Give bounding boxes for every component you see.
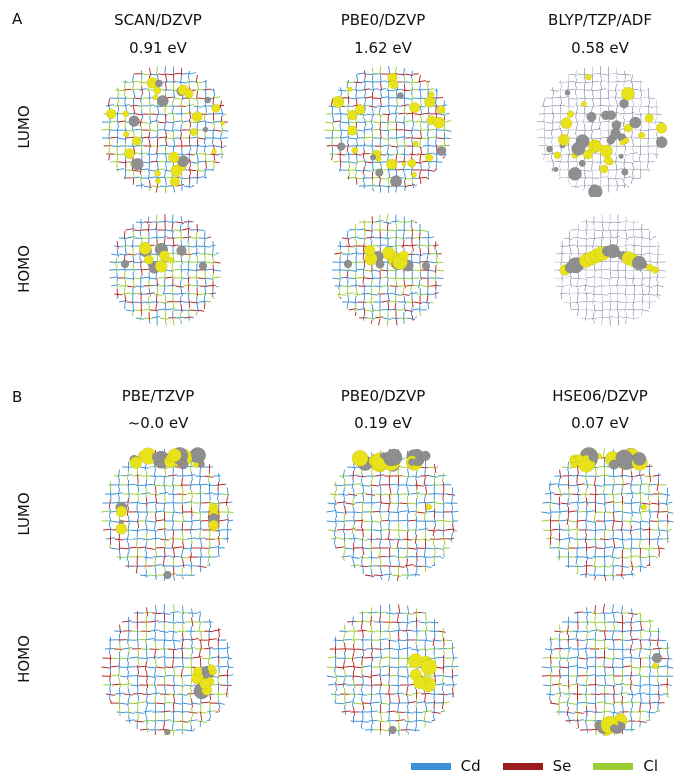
cluster-a-homo-3	[553, 213, 667, 327]
panel-a-row-homo: HOMO	[15, 245, 33, 293]
panel-b-method-1: PBE/TZVP	[121, 387, 195, 405]
panel-b-gap-3: 0.07 eV	[571, 414, 629, 432]
panel-a-gap-1: 0.91 eV	[129, 39, 187, 57]
panel-b-gap-1: ~0.0 eV	[127, 414, 189, 432]
cluster-b-lumo-2	[326, 448, 459, 581]
panel-label-a: A	[12, 10, 23, 28]
panel-b-method-3: HSE06/DZVP	[552, 387, 648, 405]
panel-a-method-1: SCAN/DZVP	[114, 11, 202, 29]
legend-swatch-cd	[410, 762, 451, 770]
panel-label-b: B	[12, 388, 23, 406]
panel-b-method-2: PBE0/DZVP	[340, 387, 426, 405]
legend-swatch-se	[502, 762, 543, 770]
cluster-a-lumo-1	[101, 65, 229, 194]
cluster-b-homo-2	[326, 604, 459, 736]
legend-swatch-cl	[593, 762, 634, 770]
legend-item-cd: Cd	[410, 757, 481, 775]
panel-a-gap-3: 0.58 eV	[571, 39, 629, 57]
legend: Cd Se Cl	[389, 757, 658, 775]
panel-a-row-lumo: LUMO	[15, 105, 33, 149]
legend-label-se: Se	[552, 757, 572, 775]
cluster-b-lumo-1	[101, 447, 234, 581]
legend-label-cd: Cd	[460, 757, 481, 775]
cluster-b-homo-1	[101, 604, 234, 736]
cluster-a-homo-2	[331, 213, 445, 327]
panel-a-method-3: BLYP/TZP/ADF	[548, 11, 652, 29]
legend-item-cl: Cl	[593, 757, 658, 775]
legend-item-se: Se	[502, 757, 572, 775]
panel-a-method-2: PBE0/DZVP	[340, 11, 426, 29]
legend-label-cl: Cl	[643, 757, 658, 775]
panel-b-gap-2: 0.19 eV	[354, 414, 412, 432]
panel-b-row-lumo: LUMO	[15, 492, 33, 536]
panel-a-gap-2: 1.62 eV	[354, 39, 412, 57]
cluster-a-lumo-3	[536, 65, 668, 197]
cluster-b-homo-3	[541, 603, 674, 736]
cluster-a-lumo-2	[324, 65, 452, 194]
cluster-b-lumo-3	[541, 447, 674, 582]
cluster-a-homo-1	[108, 213, 222, 327]
panel-b-row-homo: HOMO	[15, 635, 33, 683]
